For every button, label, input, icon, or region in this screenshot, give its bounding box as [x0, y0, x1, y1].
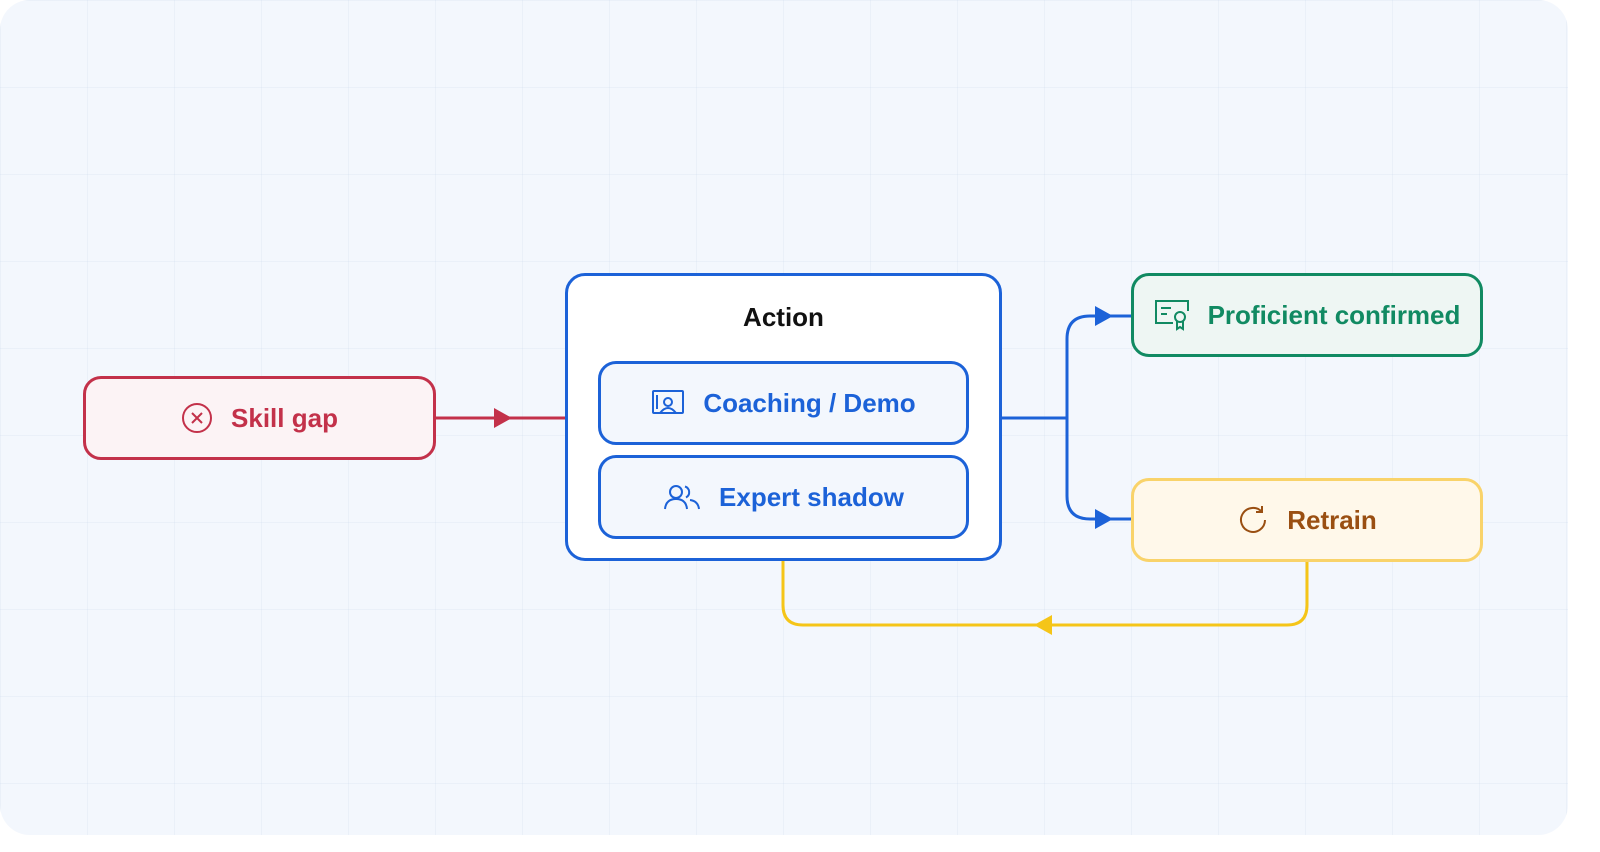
users-icon — [663, 483, 701, 511]
arrowhead-loop — [1034, 615, 1052, 635]
edges-layer — [436, 306, 1309, 635]
edge-action-to-proficient — [1002, 314, 1131, 420]
action-node[interactable]: Action Coaching / Demo — [565, 273, 1002, 561]
retrain-label: Retrain — [1287, 504, 1377, 535]
presentation-icon — [651, 389, 685, 417]
proficient-confirmed-node[interactable]: Proficient confirmed — [1131, 273, 1483, 357]
expert-shadow-item[interactable]: Expert shadow — [598, 455, 969, 539]
refresh-icon — [1237, 504, 1269, 536]
expert-shadow-label: Expert shadow — [719, 481, 904, 512]
certificate-icon — [1154, 299, 1190, 331]
proficient-confirmed-label: Proficient confirmed — [1207, 299, 1461, 330]
x-circle-icon — [181, 402, 213, 434]
edge-retrain-to-action — [781, 561, 1309, 627]
edge-action-to-retrain — [1065, 418, 1131, 521]
arrowhead-proficient — [1095, 306, 1113, 326]
skill-gap-node[interactable]: Skill gap — [83, 376, 436, 460]
skill-gap-label: Skill gap — [231, 402, 338, 433]
coaching-demo-item[interactable]: Coaching / Demo — [598, 361, 969, 445]
retrain-node[interactable]: Retrain — [1131, 478, 1483, 562]
arrowhead-retrain — [1095, 509, 1113, 529]
arrowhead-skill-gap — [494, 408, 512, 428]
diagram-canvas: Skill gap Action Coaching / Demo — [0, 0, 1568, 835]
coaching-demo-label: Coaching / Demo — [703, 387, 916, 418]
action-title: Action — [743, 302, 824, 332]
